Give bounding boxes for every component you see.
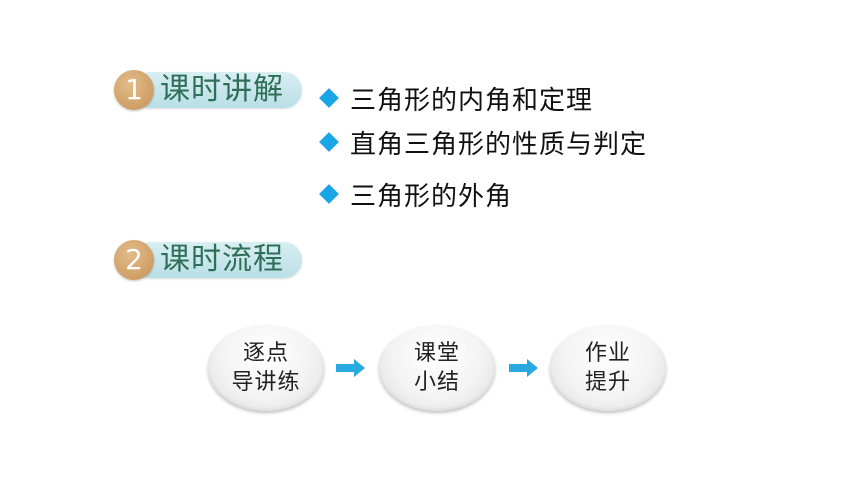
list-item: 三角形的内角和定理	[318, 80, 647, 116]
diamond-bullet-icon	[319, 88, 339, 108]
diamond-bullet-icon	[319, 132, 339, 152]
diamond-bullet-icon	[319, 184, 339, 204]
section-title: 课时讲解	[160, 72, 284, 107]
section-number-badge: 2	[114, 240, 154, 280]
flow-node-line: 课堂	[413, 341, 460, 366]
flow-node-line: 小结	[413, 370, 460, 395]
arrow-right-icon	[509, 359, 538, 377]
flow-node-line: 逐点	[242, 341, 289, 366]
title-capsule	[132, 242, 302, 278]
topic-text: 三角形的内角和定理	[350, 85, 594, 116]
section-title: 课时流程	[160, 242, 284, 277]
topic-text: 三角形的外角	[350, 181, 513, 212]
title-capsule	[132, 72, 302, 108]
flow-node-summary[interactable]: 课堂 小结	[379, 325, 495, 411]
flow-node-homework[interactable]: 作业 提升	[550, 325, 666, 411]
flow-node-practice[interactable]: 逐点 导讲练	[208, 325, 324, 411]
topic-text: 直角三角形的性质与判定	[350, 129, 648, 160]
list-item: 三角形的外角	[318, 168, 647, 220]
arrow-right-icon	[336, 359, 365, 377]
topic-list: 三角形的内角和定理 直角三角形的性质与判定 三角形的外角	[318, 80, 647, 220]
flow-node-line: 作业	[584, 341, 631, 366]
section-number-badge: 1	[114, 70, 154, 110]
flow-node-line: 导讲练	[231, 370, 301, 395]
list-item: 直角三角形的性质与判定	[318, 116, 647, 168]
flow-node-line: 提升	[584, 370, 631, 395]
